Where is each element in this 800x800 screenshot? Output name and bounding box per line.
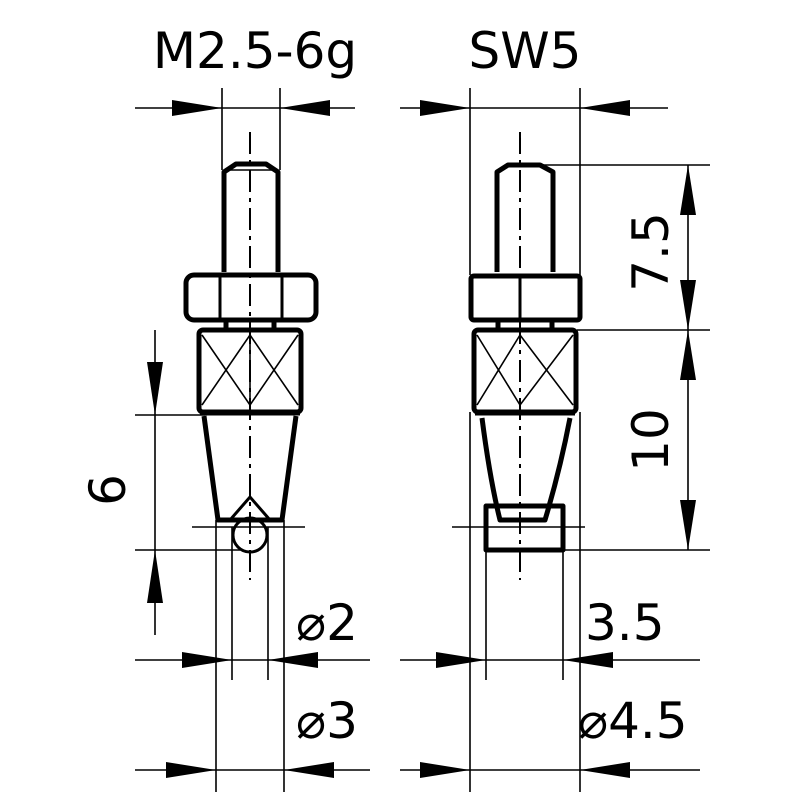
arrow-icon <box>284 762 334 778</box>
diameter-4-5-label: ⌀4.5 <box>578 692 688 750</box>
arrow-icon <box>680 330 696 380</box>
arrow-icon <box>563 652 613 668</box>
right-probe: 7.5 10 3.5 ⌀4.5 <box>400 88 710 792</box>
arrow-icon <box>420 762 470 778</box>
length-6-label: 6 <box>79 474 137 506</box>
arrow-icon <box>147 550 163 603</box>
arrow-icon <box>280 100 330 116</box>
arrow-icon <box>680 500 696 550</box>
arrow-icon <box>268 652 318 668</box>
arrow-icon <box>166 762 216 778</box>
arrow-icon <box>680 165 696 215</box>
arrow-icon <box>182 652 232 668</box>
arrow-icon <box>172 100 222 116</box>
arrow-icon <box>420 100 470 116</box>
diameter-2-label: ⌀2 <box>296 594 358 652</box>
wrench-size-label: SW5 <box>469 22 582 80</box>
arrow-icon <box>436 652 486 668</box>
length-10-label: 10 <box>622 408 680 472</box>
length-7-5-label: 7.5 <box>622 212 680 292</box>
arrow-icon <box>580 100 630 116</box>
arrow-icon <box>680 280 696 330</box>
arrow-icon <box>580 762 630 778</box>
diameter-3-label: ⌀3 <box>296 692 358 750</box>
arrow-icon <box>147 362 163 415</box>
width-3-5-label: 3.5 <box>585 594 665 652</box>
thread-label: M2.5-6g <box>153 22 357 80</box>
left-probe: 6 ⌀2 ⌀3 <box>79 88 370 792</box>
